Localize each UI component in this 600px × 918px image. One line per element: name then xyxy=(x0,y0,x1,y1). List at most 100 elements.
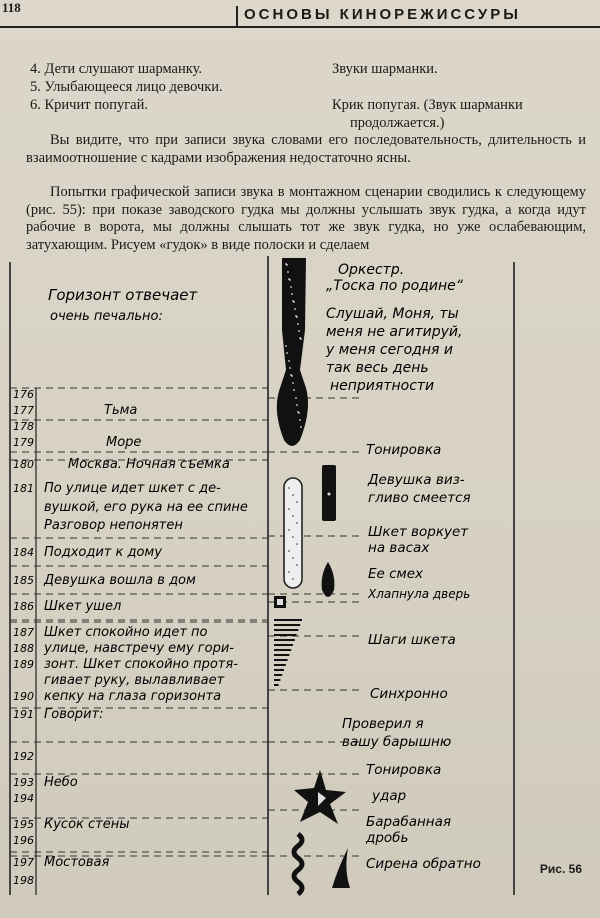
sound-dot xyxy=(289,367,291,369)
shot-number: 195 xyxy=(13,818,34,831)
strike-star-inner xyxy=(318,792,326,806)
sound-note: Тонировка xyxy=(366,442,441,458)
sound-note: дробь xyxy=(365,830,408,846)
page-number: 118 xyxy=(2,0,21,15)
sound-dot xyxy=(295,397,297,399)
shot-number: 187 xyxy=(13,626,34,639)
sound-dot xyxy=(296,522,298,524)
figure-caption-right: „Тоска по родине“ xyxy=(326,278,464,294)
shot-number: 192 xyxy=(13,750,34,763)
paragraph: Вы видите, что при записи звука словами … xyxy=(26,132,586,166)
shot-description: Говорит: xyxy=(44,707,103,722)
list-item-right-continued: продолжается.) xyxy=(350,115,445,131)
list-item: 5. Улыбающееся лицо девочки. xyxy=(30,78,590,96)
sound-dot xyxy=(292,557,294,559)
header-divider xyxy=(236,6,238,26)
sound-dot xyxy=(288,360,290,362)
shot-number: 185 xyxy=(13,574,34,587)
shot-number: 186 xyxy=(13,600,34,613)
shot-number: 184 xyxy=(13,546,34,559)
sound-note: Ее смех xyxy=(368,566,424,582)
sound-dot xyxy=(289,279,291,281)
shot-number: 193 xyxy=(13,776,34,789)
shot-number: 194 xyxy=(13,792,34,805)
sound-dot xyxy=(296,316,298,318)
shot-number: 190 xyxy=(13,690,34,703)
shot-description: вушкой, его рука на ее спине xyxy=(44,500,248,515)
sound-note: Барабанная xyxy=(366,814,451,830)
shot-list: 4. Дети слушают шарманку. Звуки шарманки… xyxy=(30,60,590,131)
shot-description: Девушка вошла в дом xyxy=(43,573,196,588)
sound-dot xyxy=(288,571,290,573)
sound-note: Сирена обратно xyxy=(366,856,481,872)
drum-roll-shape xyxy=(291,832,305,896)
list-item-left: 6. Кричит попугай. xyxy=(30,97,148,113)
shot-description: Тьма xyxy=(104,403,137,418)
figure-caption-right: неприятности xyxy=(330,378,434,394)
shot-number: 198 xyxy=(13,874,34,887)
shot-number: 188 xyxy=(13,642,34,655)
figure-caption: Рис. 56 xyxy=(539,862,582,876)
sound-dot xyxy=(298,412,300,414)
sound-note: Тонировка xyxy=(366,762,441,778)
running-title: ОСНОВЫ КИНОРЕЖИССУРЫ xyxy=(244,6,521,23)
shot-description: зонт. Шкет спокойно протя- xyxy=(44,657,238,672)
her-laugh-shape xyxy=(321,562,335,597)
sound-note: гливо смеется xyxy=(368,490,471,506)
shot-number: 180 xyxy=(13,458,34,471)
sound-dot xyxy=(291,293,293,295)
sound-dot xyxy=(292,515,294,517)
shot-number: 191 xyxy=(13,708,34,721)
shot-description: Шкет ушел xyxy=(44,599,121,614)
sound-note: Шкет воркует xyxy=(368,524,469,540)
shot-description: По улице идет шкет с де- xyxy=(44,481,221,496)
dialogue-sound-shape xyxy=(283,477,303,589)
list-item-left: 5. Улыбающееся лицо девочки. xyxy=(30,79,223,95)
sound-note: Девушка виз- xyxy=(367,472,465,488)
shot-description: Кусок стены xyxy=(44,817,130,832)
sound-dot xyxy=(288,550,290,552)
list-item: 6. Кричит попугай. Крик попугая. (Звук ш… xyxy=(30,96,590,131)
sound-note: вашу барышню xyxy=(342,734,451,750)
sound-dot xyxy=(290,286,292,288)
shot-description: Подходит к дому xyxy=(44,545,162,560)
figure-caption-right: Слушай, Моня, ты xyxy=(326,306,459,322)
sound-note: Хлапнула дверь xyxy=(367,587,470,601)
shot-number: 196 xyxy=(13,834,34,847)
sound-dot xyxy=(288,487,290,489)
figure-caption-left: очень печально: xyxy=(50,309,163,324)
sound-dot xyxy=(296,564,298,566)
sound-dot xyxy=(286,352,288,354)
sound-note: Синхронно xyxy=(370,686,448,702)
shot-description: кепку на глаза горизонта xyxy=(44,689,221,704)
shot-number: 189 xyxy=(13,658,34,671)
sound-dot xyxy=(296,501,298,503)
sound-dot xyxy=(291,375,293,377)
sound-dot xyxy=(298,330,300,332)
shot-number: 176 xyxy=(13,388,34,401)
shot-description: Мостовая xyxy=(44,855,109,870)
door-slam-inner xyxy=(277,599,283,605)
figure-caption-right: у меня сегодня и xyxy=(325,342,453,358)
sound-dot xyxy=(288,508,290,510)
sound-dot xyxy=(292,494,294,496)
sound-dot xyxy=(286,264,288,266)
sound-dot xyxy=(287,271,289,273)
shot-description: Небо xyxy=(44,775,78,790)
shot-number: 179 xyxy=(13,436,34,449)
shot-number: 181 xyxy=(13,482,34,495)
siren-shape xyxy=(332,848,350,888)
figure-caption-right: так весь день xyxy=(326,360,429,376)
sound-note: Проверил я xyxy=(342,716,424,732)
shot-description: улице, навстречу ему гори- xyxy=(43,641,234,656)
figure-caption-left: Горизонт отвечает xyxy=(48,286,199,304)
sound-dot xyxy=(292,382,294,384)
sound-note: на васах xyxy=(368,540,430,556)
shot-description: Москва. Ночная съемка xyxy=(68,457,230,472)
shot-number: 177 xyxy=(13,404,34,417)
sound-dot xyxy=(296,543,298,545)
sound-dot xyxy=(300,426,302,428)
list-item-right: Звуки шарманки. xyxy=(332,61,438,77)
